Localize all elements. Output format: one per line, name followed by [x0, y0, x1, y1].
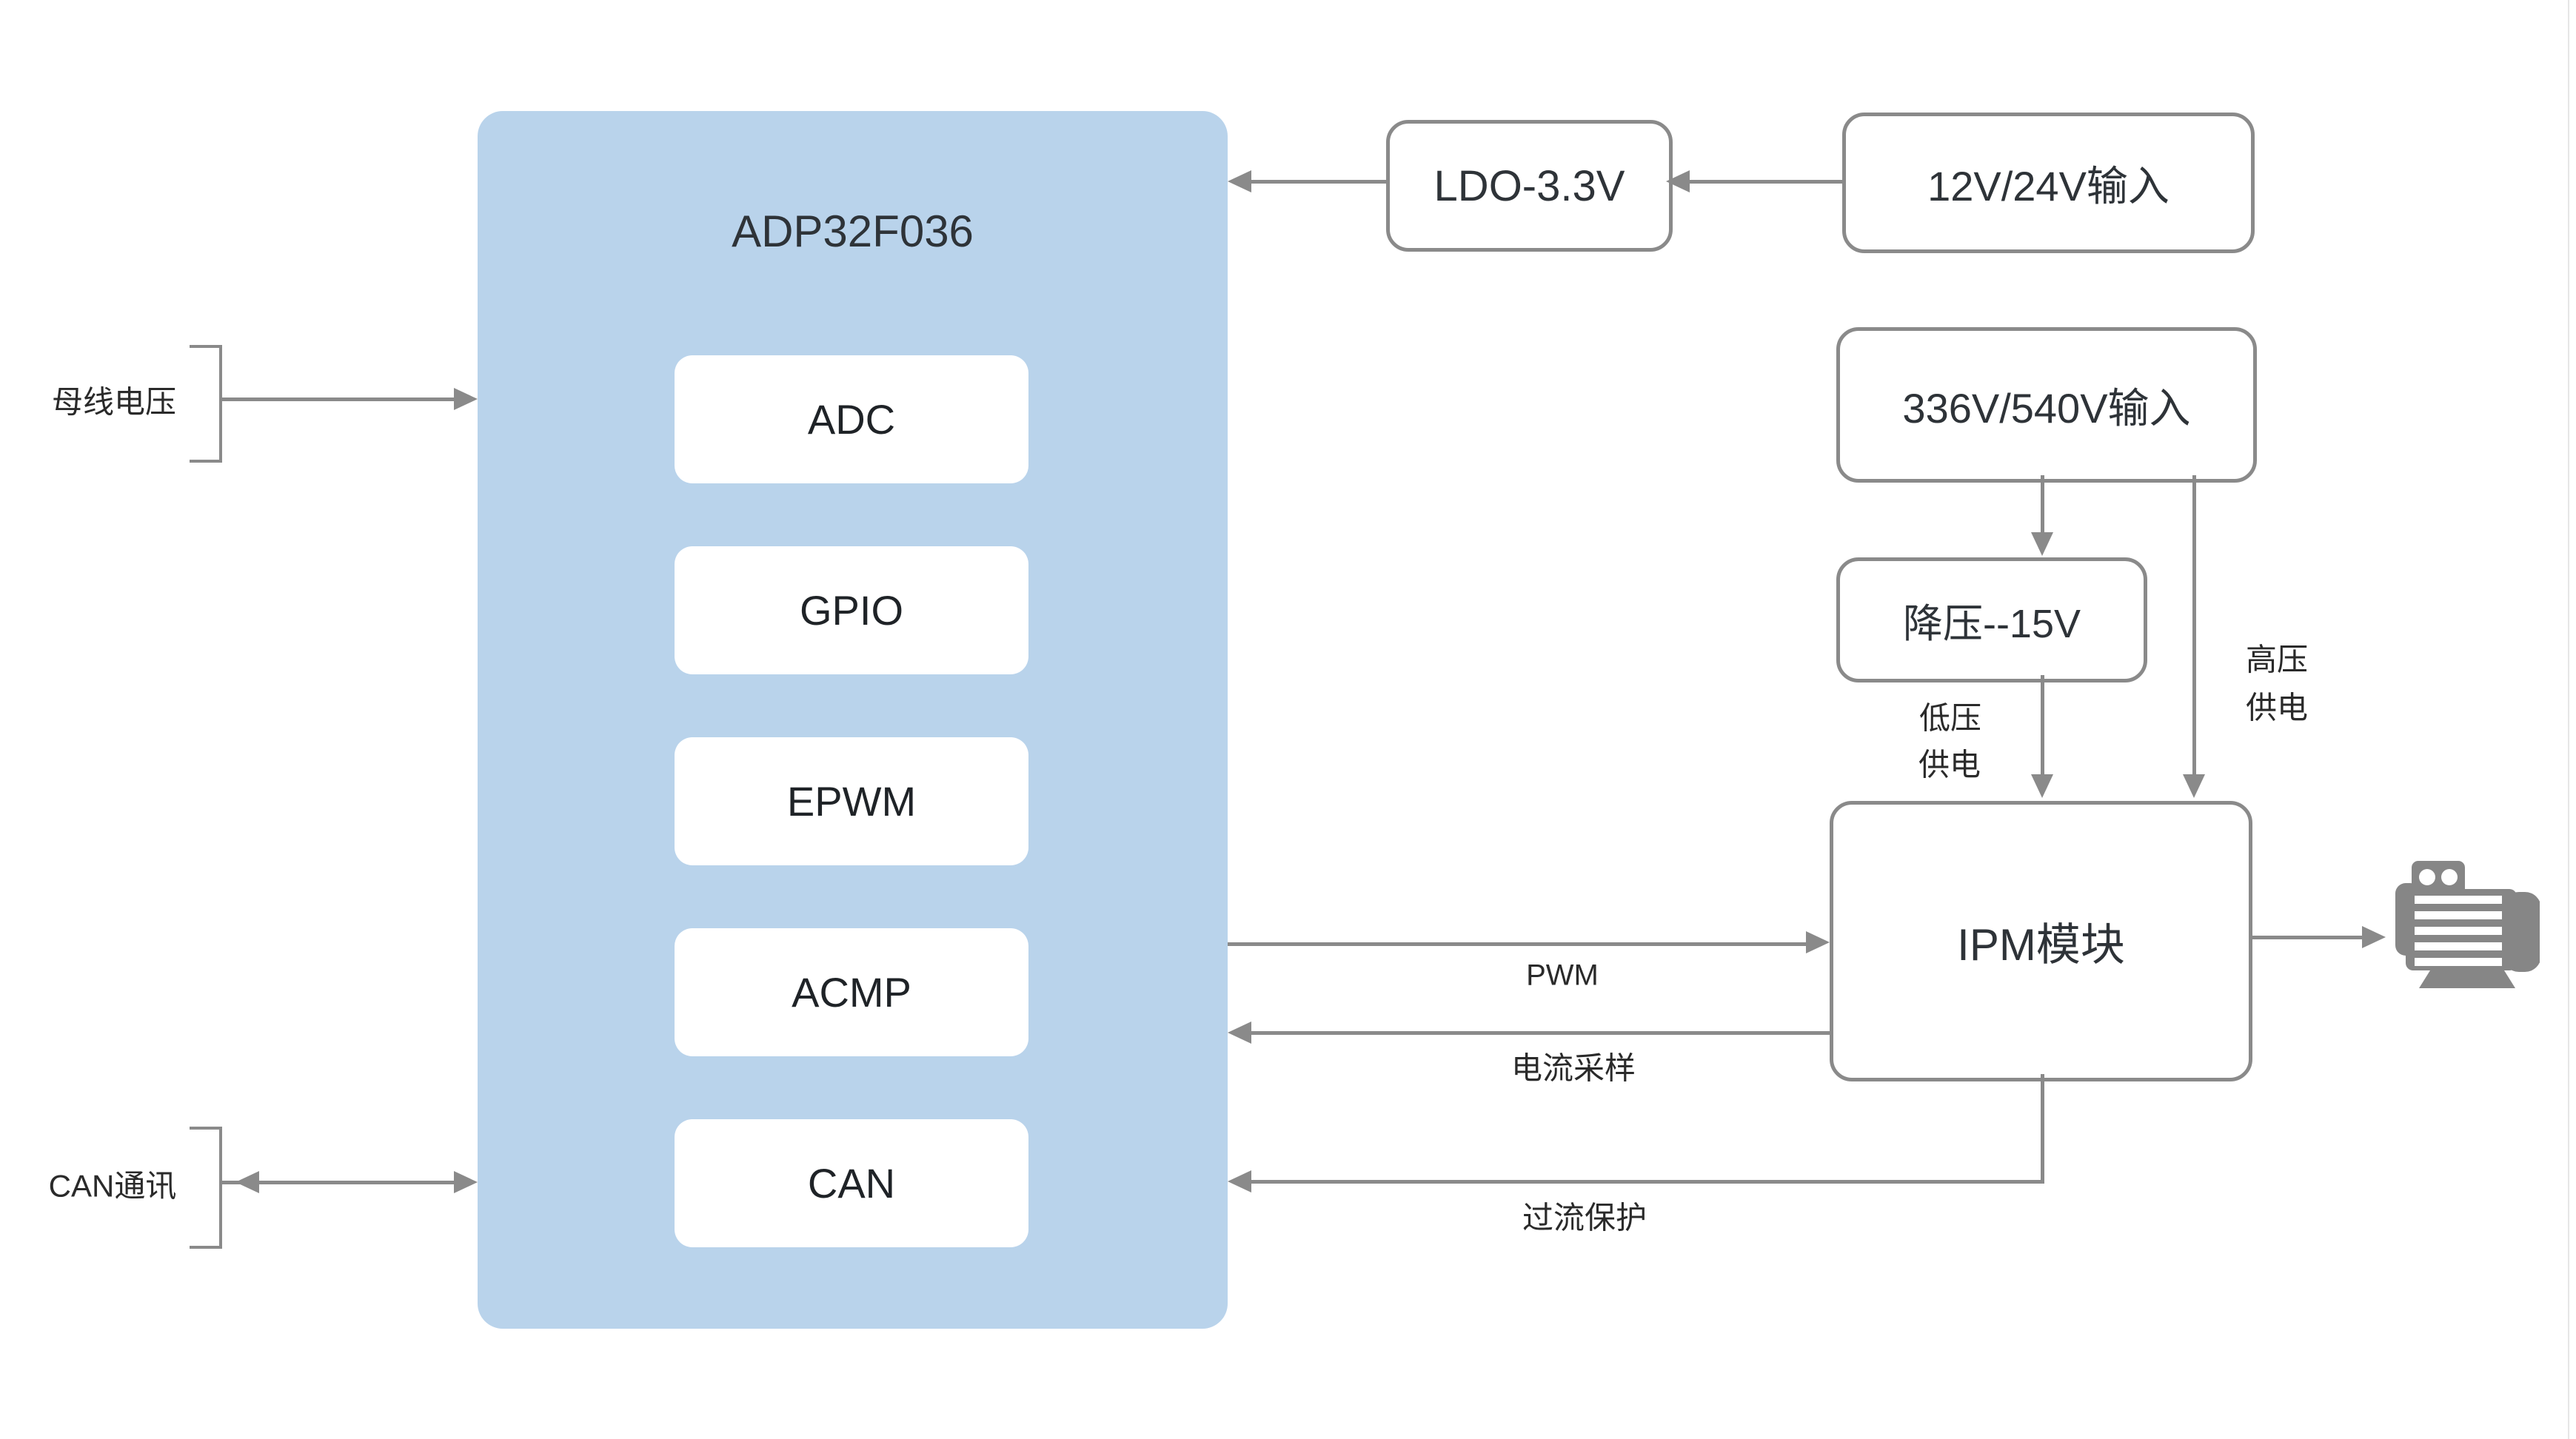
- peripheral-box-acmp: ACMP: [675, 928, 1028, 1056]
- arrow-ldo-to-mcu-line: [1250, 180, 1386, 184]
- arrow-overcurrent-vline: [2041, 1074, 2044, 1184]
- low-supply-label-line1: 低压: [1918, 700, 1982, 736]
- arrow-input-to-ldo-line: [1687, 180, 1842, 184]
- bus-voltage-label: 母线电压: [51, 384, 177, 420]
- arrow-input-to-buck-head: [2031, 532, 2053, 556]
- arrow-input-to-buck-line: [2041, 475, 2044, 534]
- arrow-pwm-line: [1228, 942, 1807, 946]
- arrow-can-comm-line: [219, 1181, 456, 1184]
- arrow-pwm-head: [1806, 931, 1830, 953]
- can-comm-bracket: [190, 1127, 222, 1249]
- arrow-ldo-to-mcu-head: [1228, 170, 1251, 192]
- arrow-overcurrent-head: [1228, 1170, 1251, 1193]
- arrow-ipm-to-motor-head: [2362, 926, 2386, 948]
- arrow-current-sample-head: [1228, 1022, 1251, 1044]
- arrow-ipm-to-motor-line: [2249, 936, 2363, 939]
- arrow-overcurrent-line: [1250, 1180, 2044, 1184]
- bus-voltage-bracket: [190, 345, 222, 463]
- can-comm-label: CAN通讯: [48, 1168, 177, 1204]
- peripheral-box-epwm: EPWM: [675, 737, 1028, 865]
- pwm-label: PWM: [1526, 959, 1599, 992]
- ldo-box: LDO-3.3V: [1386, 120, 1673, 252]
- current-sample-label: 电流采样: [1511, 1050, 1636, 1086]
- arrow-current-sample-line: [1250, 1031, 1830, 1035]
- page-edge-line: [2568, 0, 2569, 1439]
- ipm-module-box: IPM模块: [1830, 801, 2252, 1081]
- peripheral-box-can: CAN: [675, 1119, 1028, 1247]
- arrow-highvoltage-to-ipm-head: [2183, 774, 2205, 798]
- arrow-highvoltage-to-ipm-line: [2192, 475, 2196, 776]
- input-336v-540v-box: 336V/540V输入: [1836, 327, 2257, 483]
- overcurrent-label: 过流保护: [1522, 1200, 1647, 1235]
- high-supply-label-line2: 供电: [2245, 690, 2309, 725]
- arrow-can-comm-head-right: [454, 1171, 478, 1193]
- arrow-bus-voltage-line: [219, 398, 456, 401]
- arrow-can-comm-head-left: [235, 1171, 259, 1193]
- peripheral-box-gpio: GPIO: [675, 546, 1028, 674]
- arrow-input-to-ldo-head: [1666, 170, 1690, 192]
- peripheral-box-adc: ADC: [675, 355, 1028, 483]
- arrow-buck-to-ipm-head: [2031, 774, 2053, 798]
- arrow-bus-voltage-head: [454, 388, 478, 410]
- motor-icon: [2395, 861, 2541, 988]
- low-supply-label-line2: 供电: [1918, 747, 1981, 782]
- mcu-title: ADP32F036: [732, 207, 974, 256]
- input-12v-24v-box: 12V/24V输入: [1842, 113, 2255, 253]
- high-supply-label-line1: 高压: [2245, 642, 2309, 677]
- buck-15v-box: 降压--15V: [1836, 557, 2147, 682]
- arrow-buck-to-ipm-line: [2041, 675, 2044, 776]
